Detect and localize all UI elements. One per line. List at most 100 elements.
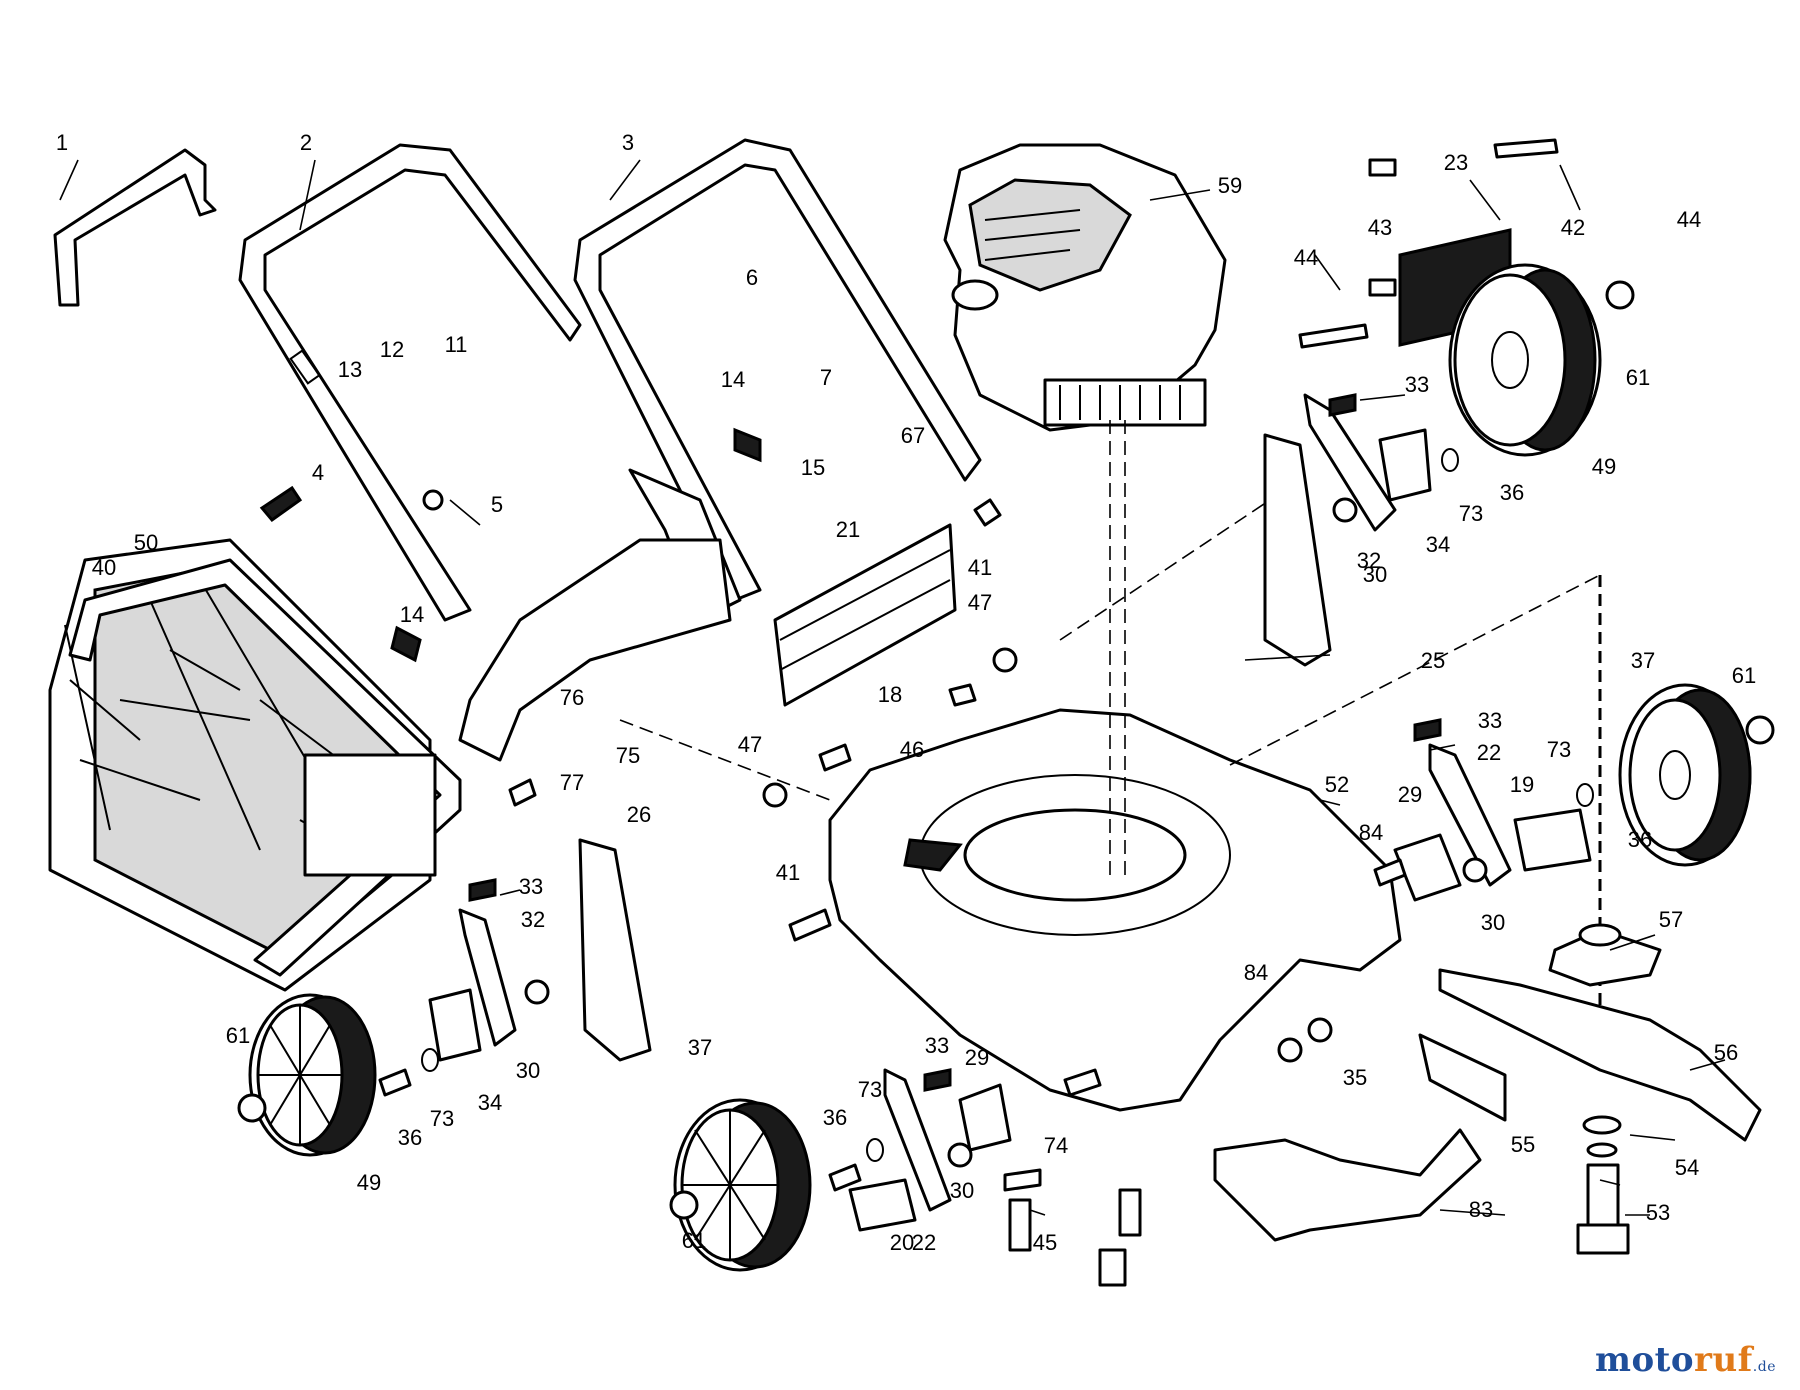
callout-14: 14 <box>400 602 424 627</box>
leader-lines <box>59 159 1726 1216</box>
callout-14: 14 <box>721 367 745 392</box>
callout-7: 7 <box>820 365 832 390</box>
callout-15: 15 <box>801 455 825 480</box>
callout-54: 54 <box>1675 1155 1699 1180</box>
callout-42: 42 <box>1561 215 1585 240</box>
callout-83: 83 <box>1469 1197 1493 1222</box>
callout-44: 44 <box>1677 207 1701 232</box>
callout-29: 29 <box>1398 782 1422 807</box>
callout-33: 33 <box>519 874 543 899</box>
callout-55: 55 <box>1511 1132 1535 1157</box>
logo-tld-text: .de <box>1752 1359 1776 1375</box>
callout-37: 37 <box>1631 648 1655 673</box>
baffle <box>1213 1033 1507 1242</box>
height-adjuster-rear-left <box>428 838 652 1062</box>
callout-61: 61 <box>682 1228 706 1253</box>
logo-main-text: moto <box>1594 1340 1695 1380</box>
callout-53: 53 <box>1646 1200 1670 1225</box>
callout-41: 41 <box>968 555 992 580</box>
upper-handle-rod <box>53 148 217 307</box>
callout-73: 73 <box>1459 501 1483 526</box>
callout-11: 11 <box>445 332 468 357</box>
callout-73: 73 <box>858 1077 882 1102</box>
callout-56: 56 <box>1714 1040 1738 1065</box>
callout-33: 33 <box>1478 708 1502 733</box>
mower-deck <box>828 708 1402 1112</box>
callout-22: 22 <box>1477 740 1501 765</box>
callout-35: 35 <box>1343 1065 1367 1090</box>
callout-36: 36 <box>1628 827 1652 852</box>
callout-20: 20 <box>890 1230 914 1255</box>
callout-44: 44 <box>1294 245 1318 270</box>
height-adjuster-rear-right <box>1263 393 1432 667</box>
callout-59: 59 <box>1218 173 1242 198</box>
wheel-rear-left <box>248 993 377 1157</box>
callout-36: 36 <box>1500 480 1524 505</box>
brand-logo: motoruf.de <box>1595 1340 1776 1380</box>
callout-34: 34 <box>478 1090 502 1115</box>
callout-23: 23 <box>1444 150 1468 175</box>
callout-25: 25 <box>1421 648 1445 673</box>
callout-6: 6 <box>746 265 758 290</box>
callout-37: 37 <box>688 1035 712 1060</box>
rear-flap <box>773 228 1512 707</box>
callout-34: 34 <box>1426 532 1450 557</box>
callout-61: 61 <box>1732 663 1756 688</box>
callout-12: 12 <box>380 337 404 362</box>
callout-3: 3 <box>622 130 634 155</box>
callout-52: 52 <box>1325 772 1349 797</box>
callout-41: 41 <box>776 860 800 885</box>
callout-61: 61 <box>1626 365 1650 390</box>
callout-30: 30 <box>950 1178 974 1203</box>
callout-29: 29 <box>965 1045 989 1070</box>
handle-knobs <box>259 427 762 663</box>
callout-40: 40 <box>92 555 116 580</box>
callout-36: 36 <box>823 1105 847 1130</box>
callout-73: 73 <box>1547 737 1571 762</box>
callout-57: 57 <box>1659 907 1683 932</box>
callout-67: 67 <box>901 423 925 448</box>
callout-30: 30 <box>1363 562 1387 587</box>
callout-61: 61 <box>226 1023 250 1048</box>
callout-4: 4 <box>312 460 324 485</box>
callout-73: 73 <box>430 1106 454 1131</box>
blade <box>1438 968 1762 1142</box>
callout-84: 84 <box>1244 960 1268 985</box>
callout-5: 5 <box>491 492 503 517</box>
callout-33: 33 <box>925 1033 949 1058</box>
callout-76: 76 <box>560 685 584 710</box>
callout-32: 32 <box>521 907 545 932</box>
callout-22: 22 <box>912 1230 936 1255</box>
wheel-front-right <box>1618 683 1752 867</box>
callout-1: 1 <box>56 130 68 155</box>
blade-adapter <box>1548 923 1662 987</box>
engine <box>943 143 1227 432</box>
callout-21: 21 <box>836 517 860 542</box>
wheel-front-left <box>673 1098 812 1272</box>
callout-26: 26 <box>627 802 651 827</box>
callout-84: 84 <box>1359 820 1383 845</box>
callout-74: 74 <box>1044 1133 1068 1158</box>
height-adjuster-front-right <box>1393 743 1592 902</box>
callout-30: 30 <box>1481 910 1505 935</box>
hardware-bolts <box>378 138 1559 1287</box>
callout-47: 47 <box>738 732 762 757</box>
callout-46: 46 <box>900 737 924 762</box>
callout-33: 33 <box>1405 372 1429 397</box>
logo-accent-text: ruf <box>1694 1340 1753 1380</box>
height-adjuster-front-left <box>848 1068 1012 1232</box>
callout-32: 32 <box>1357 548 1381 573</box>
callout-30: 30 <box>516 1058 540 1083</box>
callout-36: 36 <box>398 1125 422 1150</box>
callout-50: 50 <box>134 530 158 555</box>
callout-49: 49 <box>1592 454 1616 479</box>
callout-2: 2 <box>300 130 312 155</box>
handle-bracket <box>458 538 732 762</box>
grass-catcher-frame <box>68 558 462 977</box>
hardware-nuts-washers <box>237 158 1775 1220</box>
wheel-rear-right <box>1448 263 1602 457</box>
callout-45: 45 <box>1033 1230 1057 1255</box>
callout-49: 49 <box>357 1170 381 1195</box>
